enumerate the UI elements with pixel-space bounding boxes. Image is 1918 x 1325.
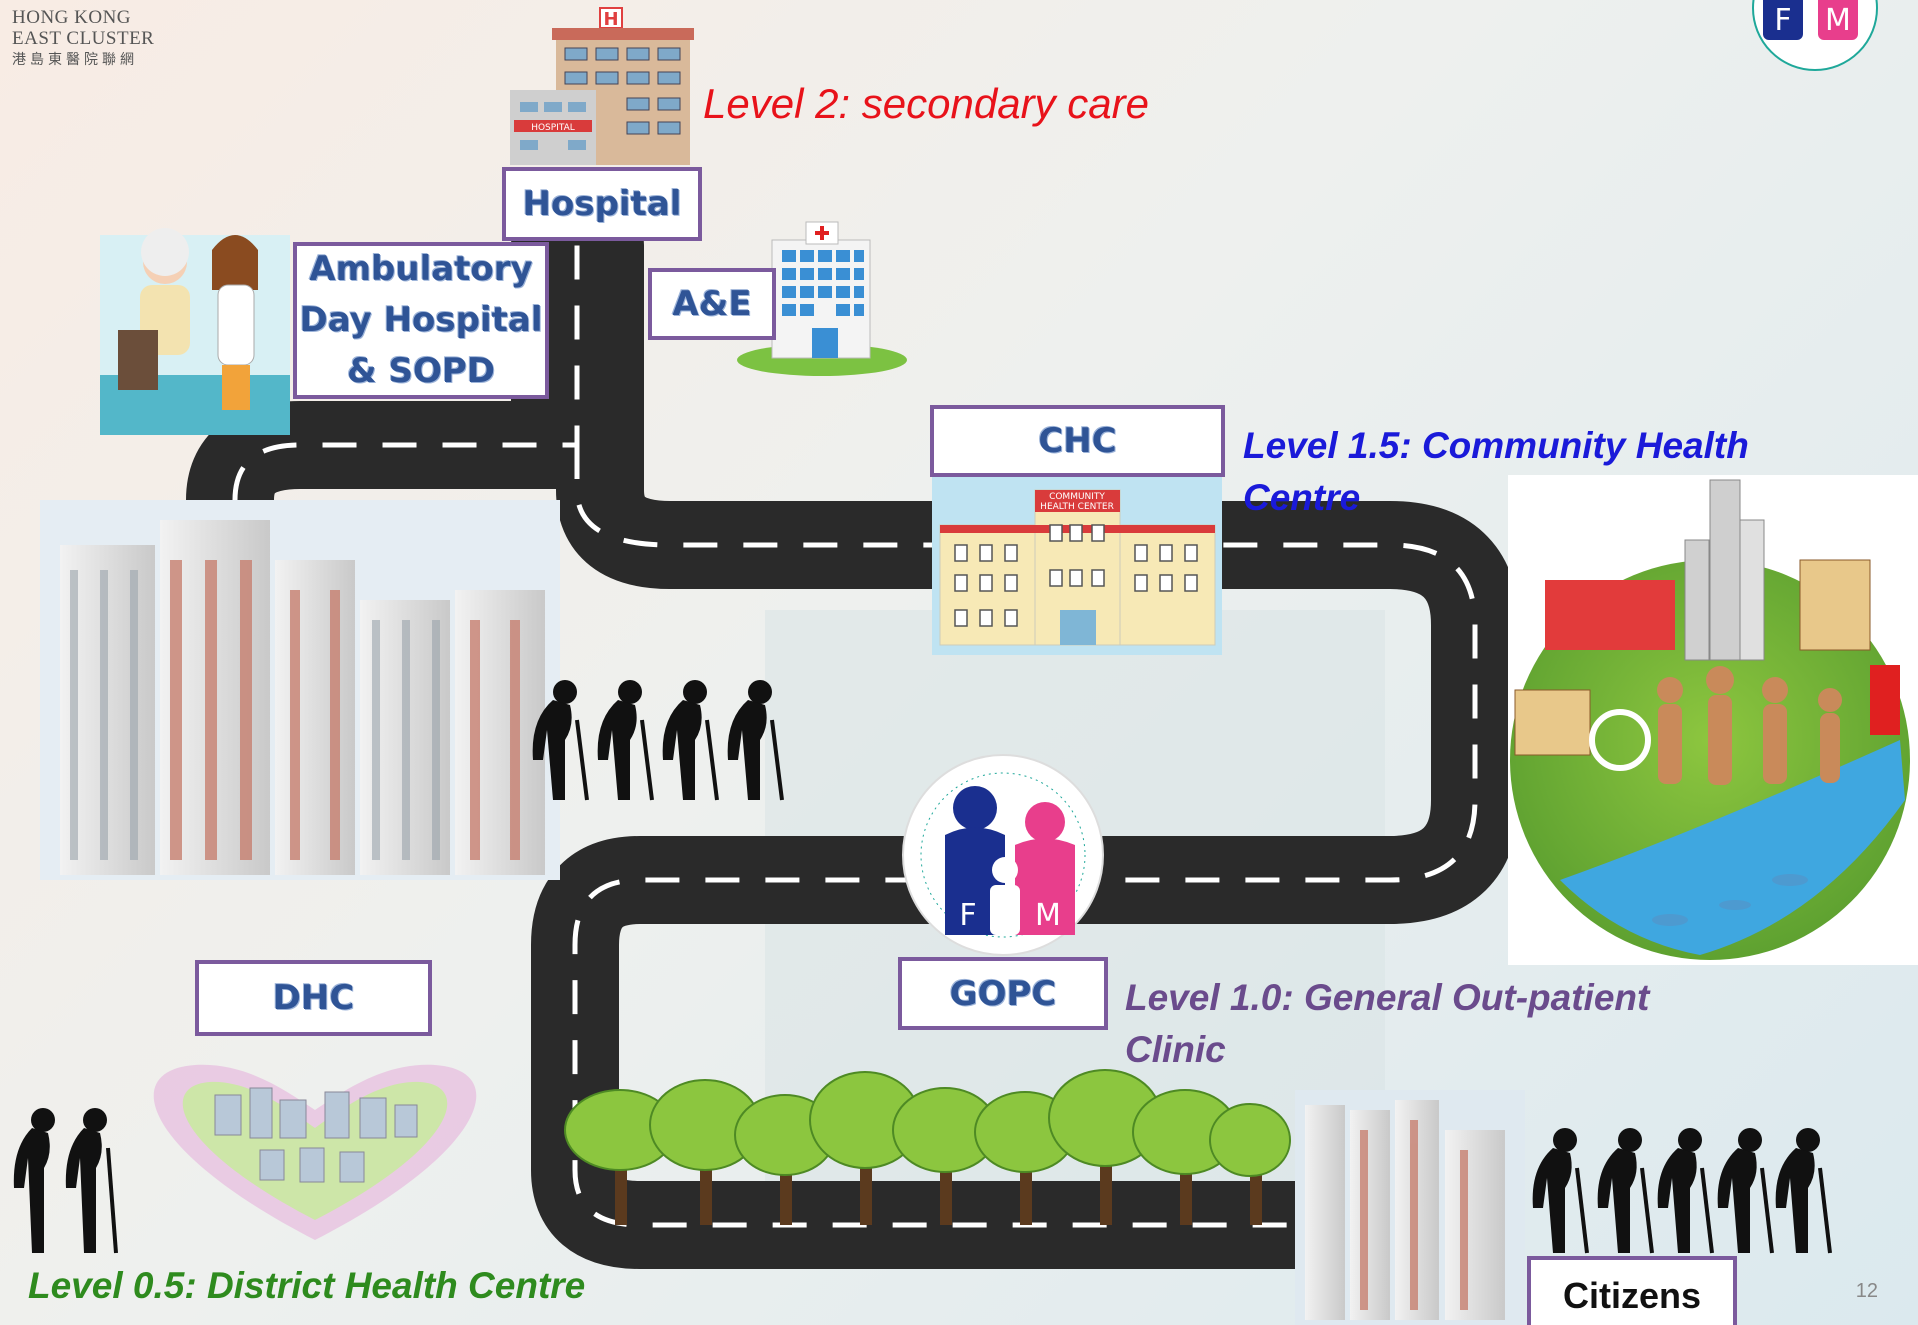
level-1-5-text: : Community Health <box>1399 425 1749 466</box>
housing-estate-right <box>1295 1090 1525 1325</box>
level-0-5-number: Level 0.5 <box>28 1265 185 1306</box>
level-1-5-number: Level 1.5 <box>1243 425 1400 466</box>
road <box>186 201 1519 1269</box>
hospital-label: Hospital <box>502 167 702 241</box>
housing-estate-left <box>40 500 560 880</box>
fm-logo-m: M <box>1825 3 1851 38</box>
org-logo-line1: HONG KONG <box>12 7 132 28</box>
chc-sign-line1: COMMUNITY <box>1049 492 1105 502</box>
level-0-5-label: Level 0.5: District Health Centre <box>28 1265 585 1307</box>
elderly-pair-left <box>13 1108 118 1254</box>
fm-logo-centre-f: F <box>959 898 976 933</box>
chc-building: COMMUNITY HEALTH CENTER <box>932 475 1222 655</box>
ambulatory-label-line1: Ambulatory <box>309 249 533 289</box>
ae-label: A&E <box>648 268 776 340</box>
fm-logo-top: F M <box>1752 0 1878 71</box>
chc-label: CHC <box>930 405 1225 477</box>
fm-logo-centre: F M <box>902 754 1104 956</box>
elderly-group-middle <box>532 680 784 801</box>
elderly-group-right <box>1532 1128 1832 1254</box>
consultation-illustration <box>100 228 290 435</box>
level-1-5-label: Level 1.5: Community Health Centre <box>1243 420 1749 524</box>
dhc-label: DHC <box>195 960 432 1036</box>
level-1-0-number: Level 1.0 <box>1125 977 1282 1018</box>
hospital-building: H HOSPITAL <box>510 7 694 165</box>
fm-logo-centre-m: M <box>1035 898 1061 933</box>
level-1-0-text: : General Out-patient <box>1281 977 1650 1018</box>
level-0-5-text: : District Health Centre <box>184 1265 586 1306</box>
ambulatory-label-line2: Day Hospital <box>299 300 543 340</box>
level-1-5-text-line2: Centre <box>1243 476 1361 518</box>
svg-text:H: H <box>603 9 618 30</box>
level-1-0-label: Level 1.0: General Out-patient Clinic <box>1125 972 1649 1076</box>
page-number: 12 <box>1855 1280 1878 1302</box>
gopc-label: GOPC <box>898 957 1108 1030</box>
citizens-label: Citizens <box>1527 1256 1737 1325</box>
dhc-heart-illustration <box>153 1064 477 1240</box>
org-logo-line2: EAST CLUSTER <box>12 27 155 49</box>
ambulatory-label-line3: & SOPD <box>346 351 496 391</box>
hospital-sign: HOSPITAL <box>531 123 575 133</box>
level-1-0-text-line2: Clinic <box>1125 1028 1226 1070</box>
community-globe <box>1508 475 1918 965</box>
org-logo-line3: 港島東醫院聯網 <box>12 51 138 68</box>
chc-sign-line2: HEALTH CENTER <box>1040 502 1114 512</box>
ae-building <box>737 221 907 376</box>
fm-logo-f: F <box>1774 3 1791 38</box>
level-2-label: Level 2: secondary care <box>703 80 1149 127</box>
ambulatory-label: Ambulatory Day Hospital & SOPD <box>293 242 549 399</box>
org-logo: HONG KONG EAST CLUSTER 港島東醫院聯網 <box>12 7 155 68</box>
tree-row <box>564 1069 1291 1225</box>
